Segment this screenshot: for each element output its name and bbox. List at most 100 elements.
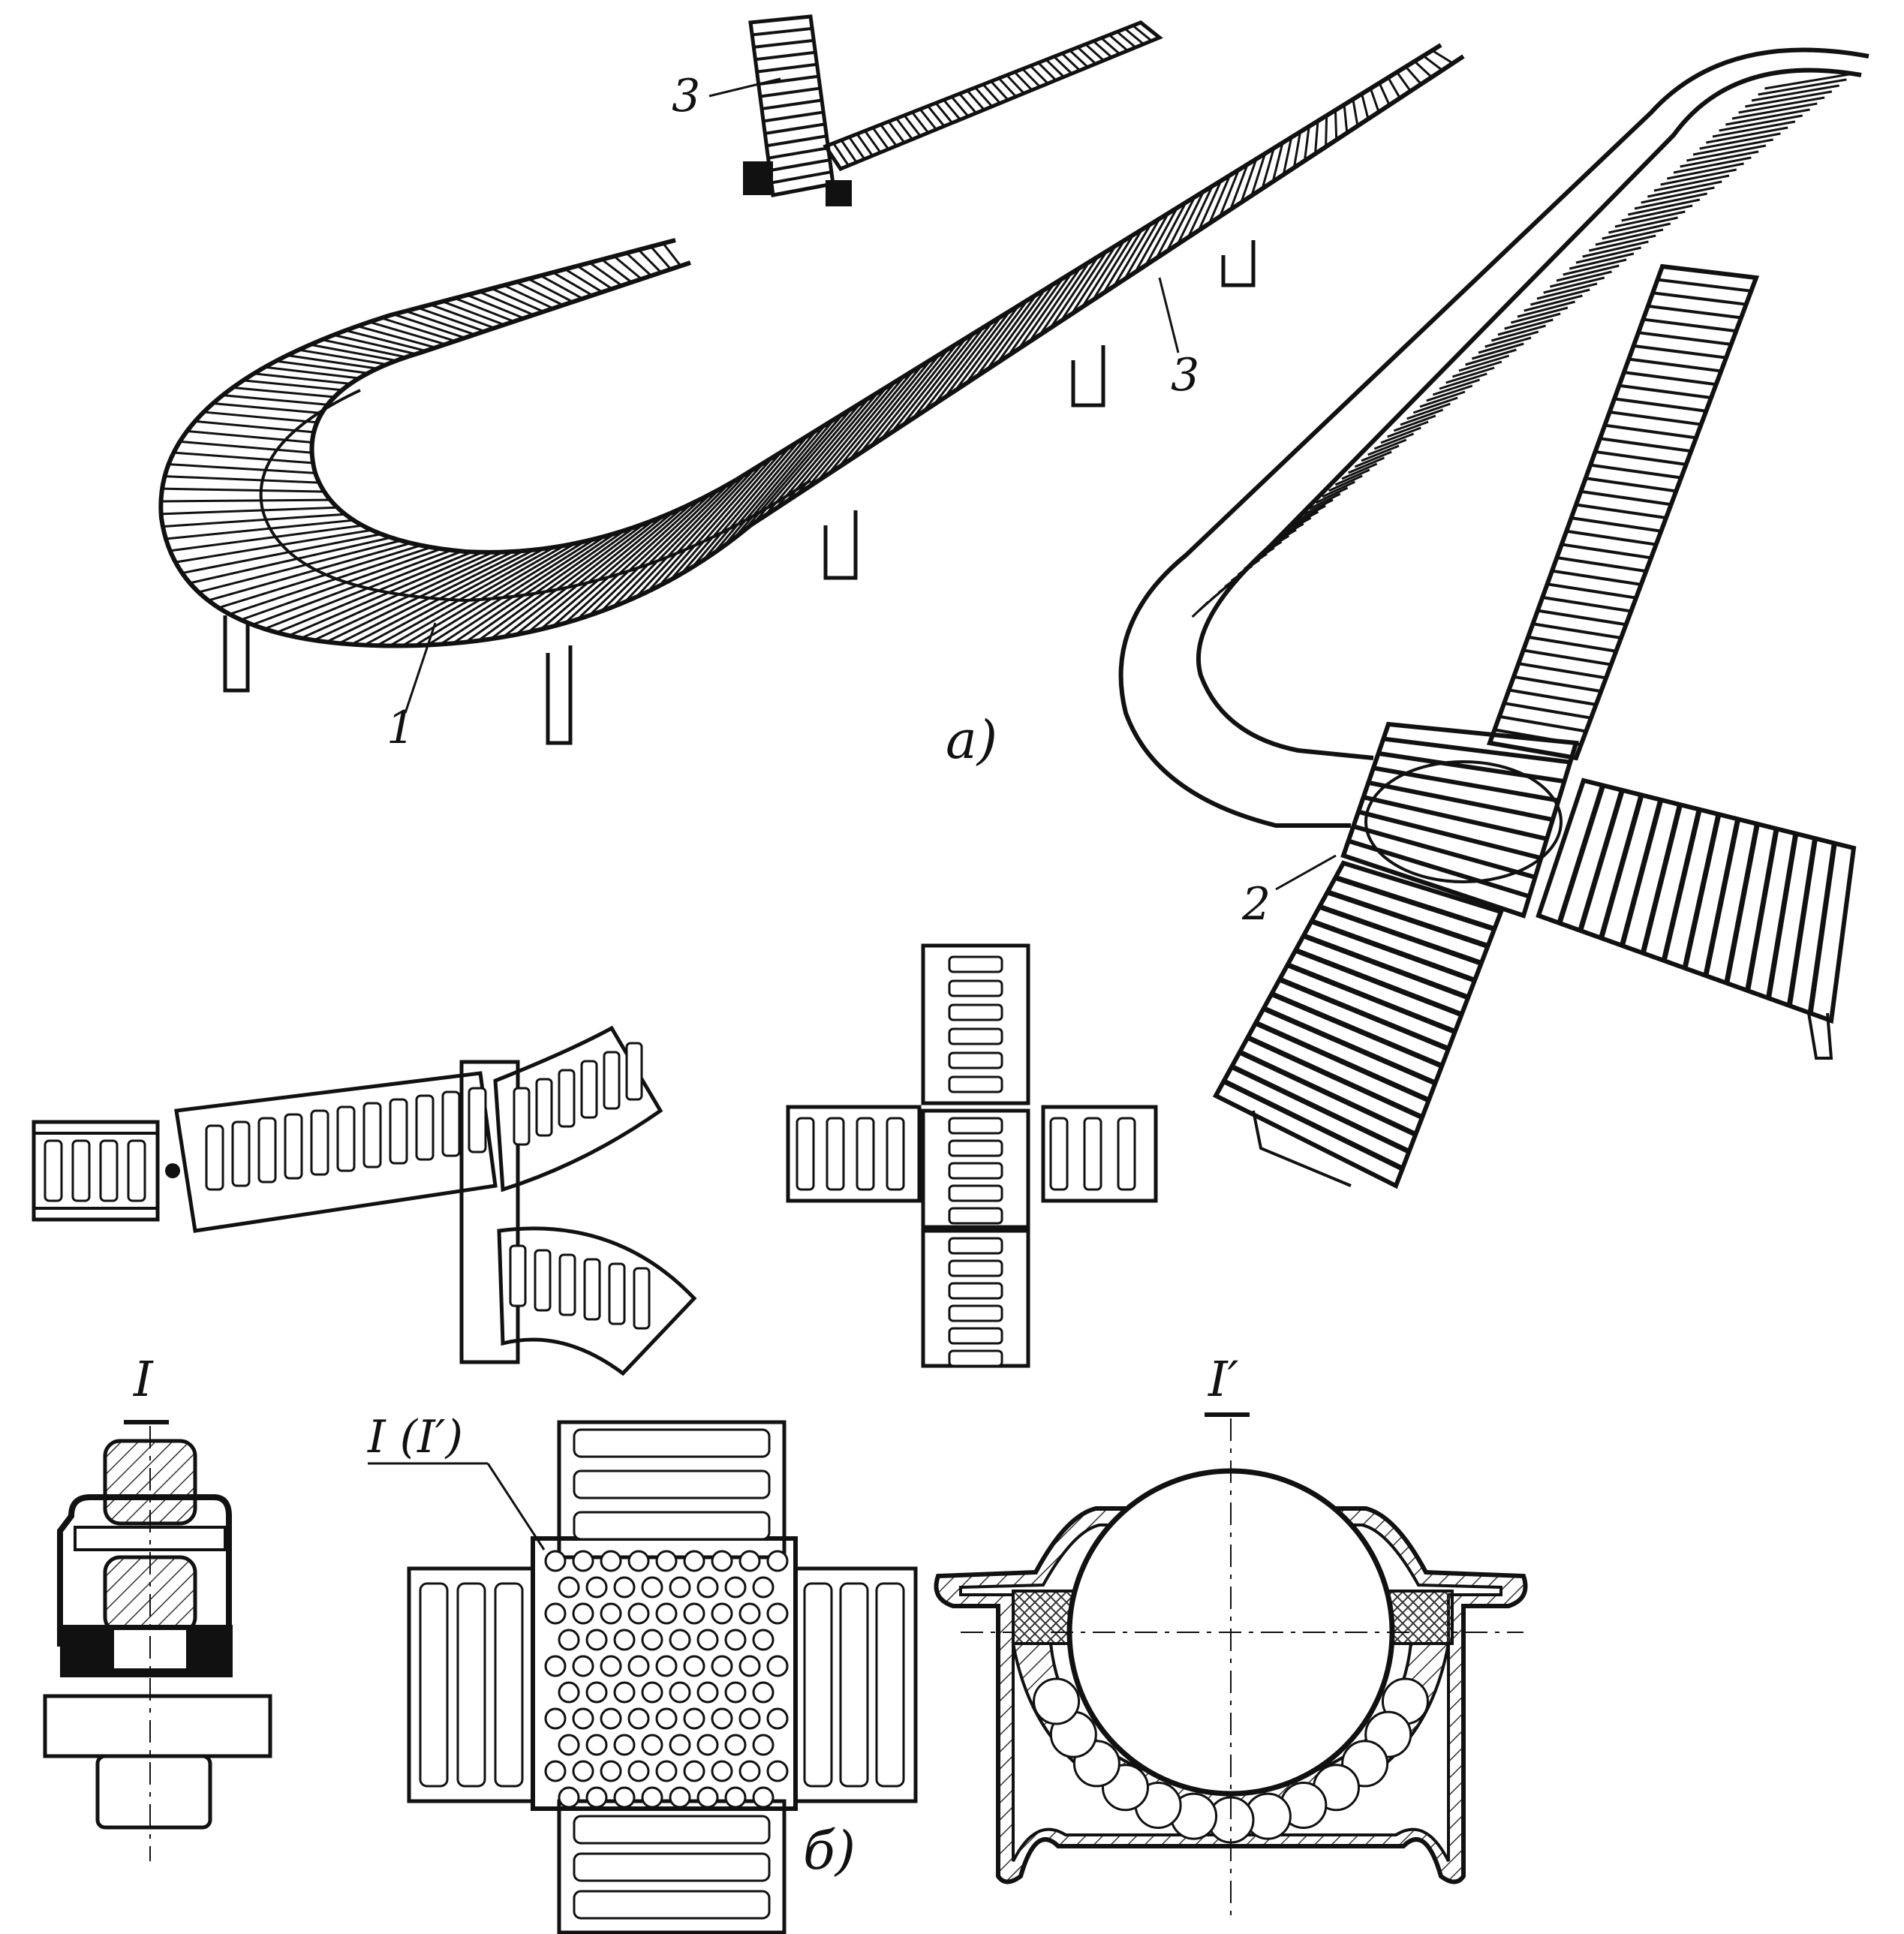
ball — [766, 1655, 789, 1677]
roller — [1641, 186, 1715, 204]
roller — [1537, 609, 1626, 627]
ball — [613, 1734, 636, 1756]
roller — [344, 329, 426, 353]
roller — [165, 519, 354, 540]
roller — [1108, 34, 1129, 52]
ball — [738, 1707, 761, 1730]
roller — [1276, 522, 1304, 540]
roller — [922, 320, 994, 413]
roller — [1123, 218, 1161, 280]
roller — [516, 281, 564, 306]
roller — [284, 1113, 303, 1180]
roller — [601, 258, 633, 284]
roller — [826, 1117, 845, 1191]
roller — [162, 487, 325, 493]
roller — [1197, 180, 1223, 231]
roller — [1045, 59, 1065, 78]
roller — [1599, 437, 1692, 453]
roller — [943, 99, 961, 121]
ball — [600, 1602, 622, 1625]
roller — [890, 337, 967, 434]
roller — [1102, 229, 1143, 294]
roller — [1363, 795, 1548, 841]
ball — [572, 1550, 594, 1572]
right-straight-conveyor — [1486, 263, 1760, 761]
roller — [1295, 504, 1326, 522]
section-I-prime-drawing: I′ — [934, 1352, 1528, 1921]
roller — [276, 551, 473, 634]
roller — [466, 293, 525, 320]
roller — [212, 402, 322, 415]
roller — [1561, 543, 1652, 560]
roller — [1640, 804, 1683, 954]
vertical-roller-section — [743, 14, 852, 206]
ball — [752, 1681, 775, 1704]
roller — [1289, 510, 1319, 528]
roller — [1542, 595, 1632, 613]
roller — [218, 544, 422, 609]
roller — [588, 261, 623, 287]
roller — [806, 380, 897, 489]
roller — [662, 242, 682, 267]
roller — [1764, 72, 1854, 90]
roller — [441, 1090, 461, 1157]
roller — [1358, 809, 1542, 861]
roller — [1426, 384, 1473, 402]
roller — [1313, 121, 1319, 155]
ball — [544, 1602, 567, 1625]
roller — [723, 424, 826, 547]
roller — [1294, 947, 1463, 1018]
u-curve-conveyor — [158, 43, 1465, 745]
roller — [1513, 675, 1602, 693]
roller — [990, 80, 1009, 101]
roller — [1566, 529, 1656, 546]
roller — [1348, 456, 1385, 474]
roller — [1504, 312, 1561, 330]
roller — [975, 293, 1038, 377]
roller — [1021, 68, 1041, 88]
roller — [1660, 168, 1737, 186]
roller — [1049, 1117, 1069, 1191]
roller — [1692, 138, 1773, 156]
roller — [901, 332, 976, 426]
roller — [298, 348, 387, 366]
roller — [1703, 818, 1741, 976]
ball — [585, 1681, 608, 1704]
roller — [513, 1087, 531, 1146]
roller — [1471, 342, 1524, 360]
roller — [1731, 102, 1818, 120]
roller — [535, 1078, 553, 1137]
roller — [1238, 1049, 1417, 1137]
roller — [573, 1428, 771, 1458]
ball — [558, 1629, 580, 1651]
roller — [573, 1469, 771, 1499]
roller — [613, 255, 642, 280]
roller — [1367, 780, 1554, 823]
roller — [540, 507, 684, 630]
roller — [1117, 1117, 1136, 1191]
roller — [1571, 516, 1662, 533]
roller — [1451, 360, 1502, 378]
roller — [1422, 55, 1443, 71]
roller — [1091, 234, 1135, 301]
roller — [755, 50, 816, 62]
roller — [948, 979, 1003, 997]
roller — [768, 146, 829, 160]
roller — [934, 102, 953, 124]
roller — [1590, 463, 1682, 480]
roller — [763, 110, 824, 123]
roller — [1263, 534, 1290, 552]
roller — [1667, 162, 1744, 180]
roller — [761, 98, 823, 110]
roller — [515, 515, 665, 636]
roller — [494, 1582, 524, 1788]
roller — [1499, 714, 1587, 733]
roller — [1619, 383, 1712, 399]
ball — [572, 1602, 594, 1625]
ball — [613, 1681, 636, 1704]
roller — [362, 1102, 382, 1169]
roller — [1124, 28, 1145, 45]
ball — [724, 1576, 747, 1599]
ball — [627, 1655, 650, 1677]
roller — [871, 127, 889, 150]
